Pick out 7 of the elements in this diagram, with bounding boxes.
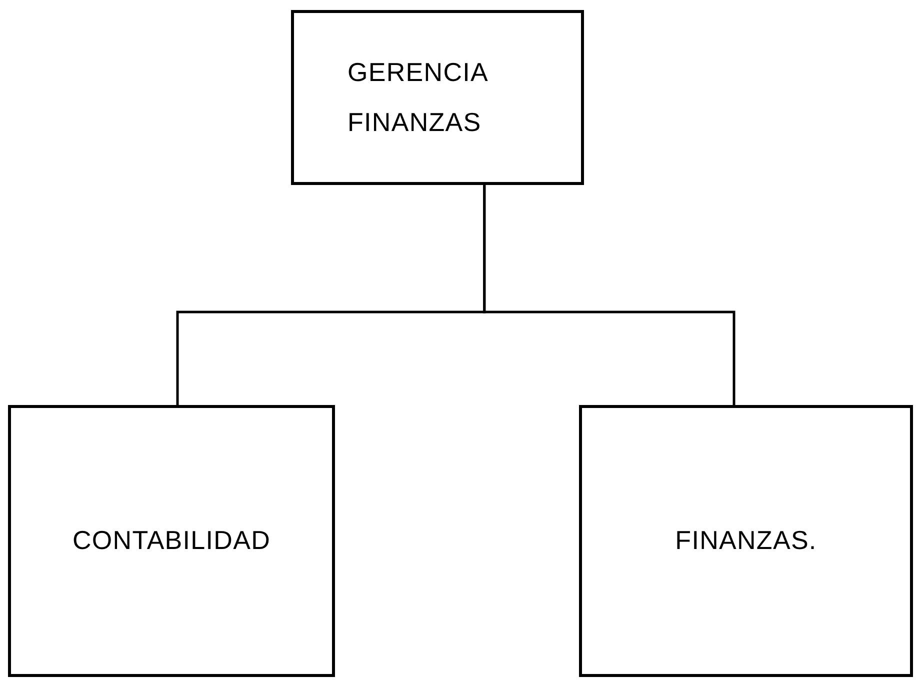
org-box — [579, 405, 913, 677]
box-label: GERENCIA FINANZAS — [348, 56, 489, 138]
box-label: FINANZAS. — [675, 524, 817, 558]
org-box — [291, 10, 584, 185]
connector-line — [483, 185, 736, 405]
box-label: CONTABILIDAD — [72, 524, 270, 558]
org-box — [8, 405, 335, 677]
